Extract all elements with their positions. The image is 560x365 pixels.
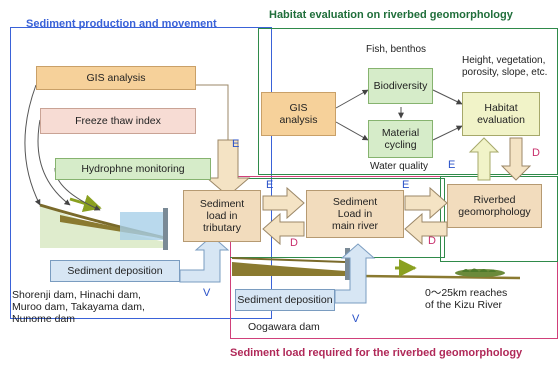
riverbed-geomorphology-box: Riverbed geomorphology [447,184,542,228]
material-cycling-box: Material cycling [368,120,433,158]
gis-analysis-right-box: GIS analysis [261,92,336,136]
kizu-reaches-label: 0～25km reaches of the Kizu River [425,287,508,312]
sediment-load-main-river-box: Sediment Load in main river [306,190,404,238]
marker-e-middle-right: E [402,179,410,191]
fish-benthos-label: Fish, benthos [366,44,427,55]
tributary-flow-arrow [69,194,102,212]
sediment-production-title: Sediment production and movement [26,18,217,30]
dams-left-label: Shorenji dam, Hinachi dam, Muroo dam, Ta… [12,289,145,326]
water-quality-label: Water quality [370,161,428,172]
marker-v-left: V [203,287,211,299]
marker-e-top: E [232,138,240,150]
arrow-tributary-to-main [262,186,305,220]
habitat-params-label: Height, vegetation, porosity, slope, etc… [462,55,548,78]
marker-d-right: D [428,235,436,247]
arrow-habitat-to-riverbed [500,137,532,181]
arrow-up-from-deposition-bottom [334,243,376,304]
main-river-slope [231,248,521,280]
hydrophone-monitoring-box: Hydrophne monitoring [55,158,211,180]
arrow-riverbed-to-habitat [468,137,500,181]
oogawara-dam-label: Oogawara dam [248,321,320,333]
sediment-load-tributary-box: Sediment load in tributary [183,190,261,242]
arrow-into-tributary [205,139,251,197]
arrow-riverbed-to-main [404,212,448,246]
marker-e-middle-left: E [266,179,274,191]
marker-d-left: D [290,237,298,249]
habitat-evaluation-title: Habitat evaluation on riverbed geomorpho… [269,9,513,21]
sediment-deposition-left-box: Sediment deposition [50,260,180,282]
sediment-deposition-bottom-box: Sediment deposition [235,289,335,311]
freeze-thaw-index-box: Freeze thaw index [40,108,196,134]
sediment-load-required-title: Sediment load required for the riverbed … [230,347,523,359]
tributary-slope [39,203,168,250]
biodiversity-box: Biodiversity [368,68,433,104]
marker-v-bottom: V [352,313,360,325]
marker-d-habitat: D [532,147,540,159]
marker-e-water: E [448,159,456,171]
arrow-up-from-deposition-left [179,235,230,283]
arrow-main-to-riverbed [404,186,448,220]
gis-analysis-left-box: GIS analysis [36,66,196,90]
habitat-evaluation-box: Habitat evaluation [462,92,540,136]
arrow-main-to-tributary [262,212,305,246]
